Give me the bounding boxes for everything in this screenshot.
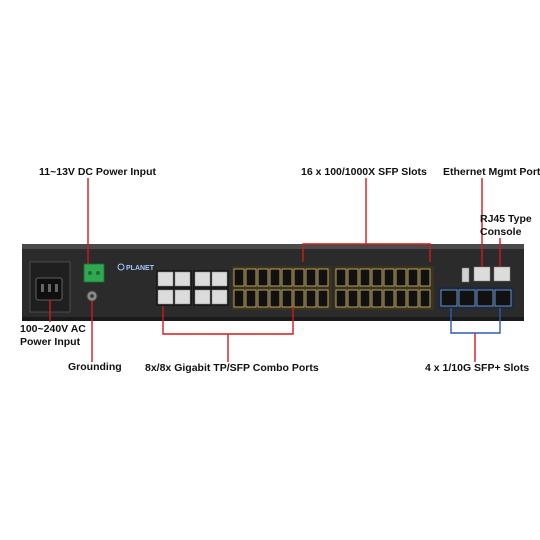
sfp-slot[interactable] bbox=[395, 289, 407, 308]
sfp-slot[interactable] bbox=[317, 268, 329, 287]
sfp-slot[interactable] bbox=[347, 289, 359, 308]
sfp-slot[interactable] bbox=[281, 268, 293, 287]
sfp-slot[interactable] bbox=[257, 289, 269, 308]
dc-power-terminal[interactable] bbox=[83, 263, 105, 283]
sfp-slot[interactable] bbox=[257, 268, 269, 287]
rj45-port[interactable] bbox=[174, 289, 191, 305]
ethernet-mgmt-port[interactable] bbox=[473, 266, 491, 282]
sfp-slot[interactable] bbox=[293, 268, 305, 287]
sfp-slot[interactable] bbox=[293, 289, 305, 308]
sfp-slot[interactable] bbox=[419, 289, 431, 308]
dc-terminal-screw bbox=[88, 271, 92, 275]
label-rj45-console-line2: Console bbox=[480, 226, 522, 238]
rj45-port[interactable] bbox=[211, 271, 228, 287]
sfp-cage-array bbox=[232, 266, 434, 310]
sfp-slot[interactable] bbox=[359, 289, 371, 308]
label-ac-power-line1: 100~240V AC bbox=[20, 323, 86, 335]
rj45-console-port[interactable] bbox=[493, 266, 511, 282]
sfp-slot[interactable] bbox=[245, 268, 257, 287]
sfp-slot[interactable] bbox=[317, 289, 329, 308]
combo-rj45-block-2 bbox=[193, 270, 229, 306]
sfp-slot[interactable] bbox=[305, 268, 317, 287]
sfp-slot[interactable] bbox=[233, 289, 245, 308]
sfp-slot[interactable] bbox=[371, 289, 383, 308]
sfp-slot[interactable] bbox=[281, 289, 293, 308]
rj45-port[interactable] bbox=[194, 271, 211, 287]
sfp-slot[interactable] bbox=[269, 289, 281, 308]
ac-socket-pin bbox=[41, 284, 44, 292]
label-combo-ports: 8x/8x Gigabit TP/SFP Combo Ports bbox=[145, 362, 319, 374]
label-ethernet-mgmt-port: Ethernet Mgmt Port bbox=[443, 166, 540, 178]
sfp-slot[interactable] bbox=[233, 268, 245, 287]
grounding-screw-center bbox=[90, 294, 94, 298]
rj45-port[interactable] bbox=[174, 271, 191, 287]
sfp-slot[interactable] bbox=[419, 268, 431, 287]
usb-port[interactable] bbox=[461, 267, 470, 283]
sfp-slot[interactable] bbox=[347, 268, 359, 287]
sfp-plus-slot[interactable] bbox=[440, 289, 458, 307]
brand-logo: PLANET bbox=[126, 265, 155, 272]
sfp-plus-slot[interactable] bbox=[476, 289, 494, 307]
chassis-top-rail bbox=[22, 244, 524, 250]
sfp-plus-slot[interactable] bbox=[458, 289, 476, 307]
rj45-port[interactable] bbox=[157, 289, 174, 305]
sfp-slot[interactable] bbox=[305, 289, 317, 308]
label-sfp-plus-slots: 4 x 1/10G SFP+ Slots bbox=[425, 362, 530, 374]
combo-rj45-block-1 bbox=[156, 270, 192, 306]
sfp-slot[interactable] bbox=[395, 268, 407, 287]
sfp-slot[interactable] bbox=[407, 289, 419, 308]
sfp-slot[interactable] bbox=[269, 268, 281, 287]
rj45-port[interactable] bbox=[211, 289, 228, 305]
ac-socket-pin bbox=[55, 284, 58, 292]
sfp-slot[interactable] bbox=[335, 268, 347, 287]
rj45-port[interactable] bbox=[194, 289, 211, 305]
rj45-port[interactable] bbox=[157, 271, 174, 287]
sfp-plus-slot-array bbox=[438, 287, 514, 309]
sfp-slot[interactable] bbox=[407, 268, 419, 287]
label-sfp-slots: 16 x 100/1000X SFP Slots bbox=[301, 166, 427, 178]
label-ac-power-line2: Power Input bbox=[20, 336, 81, 348]
sfp-plus-slot[interactable] bbox=[494, 289, 512, 307]
chassis-bottom-edge bbox=[22, 317, 524, 321]
label-dc-power-input: 11~13V DC Power Input bbox=[39, 166, 156, 178]
sfp-slot[interactable] bbox=[335, 289, 347, 308]
sfp-slot[interactable] bbox=[371, 268, 383, 287]
label-ac-power-input: 100~240V AC Power Input bbox=[20, 323, 86, 349]
sfp-slot[interactable] bbox=[245, 289, 257, 308]
planet-logo-icon bbox=[117, 263, 125, 271]
label-grounding: Grounding bbox=[68, 361, 122, 373]
ac-socket-pin bbox=[48, 284, 51, 292]
sfp-slot[interactable] bbox=[359, 268, 371, 287]
dc-terminal-screw bbox=[96, 271, 100, 275]
label-rj45-console-line1: RJ45 Type bbox=[480, 213, 532, 225]
sfp-slot[interactable] bbox=[383, 268, 395, 287]
label-rj45-console: RJ45 Type Console bbox=[480, 213, 532, 239]
sfp-slot[interactable] bbox=[383, 289, 395, 308]
